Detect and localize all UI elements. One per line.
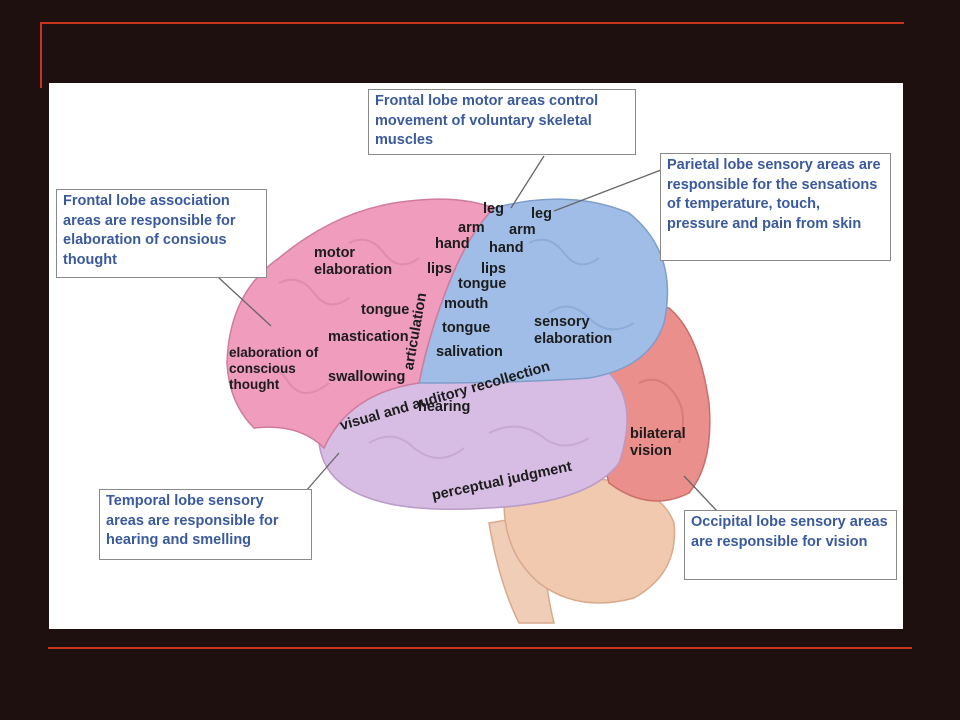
- left-rule: [40, 22, 42, 88]
- label-tongue-sensory: tongue: [458, 276, 507, 292]
- pointer-temporal: [305, 452, 340, 492]
- label-mouth: mouth: [444, 296, 489, 312]
- pointer-frontal-assoc: [218, 277, 272, 327]
- label-sensory-hand: hand: [489, 240, 524, 256]
- label-sensory-leg: leg: [531, 206, 552, 222]
- label-sensory-elaboration: sensory elaboration: [534, 314, 613, 347]
- label-motor-hand: hand: [435, 236, 470, 252]
- pointer-frontal-motor: [510, 155, 545, 209]
- pointer-parietal: [553, 169, 662, 212]
- label-hearing: hearing: [418, 399, 471, 415]
- callout-temporal: Temporal lobe sensory areas are responsi…: [99, 489, 312, 560]
- label-mastication: mastication: [328, 329, 409, 345]
- label-motor-arm: arm: [458, 220, 485, 236]
- label-motor-elaboration: motor elaboration: [314, 245, 393, 278]
- bottom-rule: [48, 647, 912, 649]
- label-elaboration-conscious: elaboration of conscious thought: [229, 345, 319, 392]
- top-rule: [40, 22, 904, 24]
- frontal-lobe: [226, 198, 496, 450]
- label-sensory-arm: arm: [509, 222, 536, 238]
- label-salivation: salivation: [436, 344, 503, 360]
- callout-frontal-motor: Frontal lobe motor areas control movemen…: [368, 89, 636, 155]
- callout-occipital: Occipital lobe sensory areas are respons…: [684, 510, 897, 580]
- callout-parietal: Parietal lobe sensory areas are responsi…: [660, 153, 891, 261]
- label-motor-lips: lips: [427, 261, 452, 277]
- callout-frontal-assoc: Frontal lobe association areas are respo…: [56, 189, 267, 278]
- label-sensory-lips: lips: [481, 261, 506, 277]
- label-tongue-motor: tongue: [361, 302, 410, 318]
- label-swallowing: swallowing: [328, 369, 406, 385]
- label-bilateral-vision: bilateral vision: [630, 426, 686, 459]
- label-motor-leg: leg: [483, 201, 504, 217]
- label-tongue-lower: tongue: [442, 320, 491, 336]
- brain-illustration: [218, 155, 718, 624]
- pointer-occipital: [683, 475, 718, 512]
- brain-diagram: leg arm hand lips leg arm hand lips moto…: [49, 83, 903, 629]
